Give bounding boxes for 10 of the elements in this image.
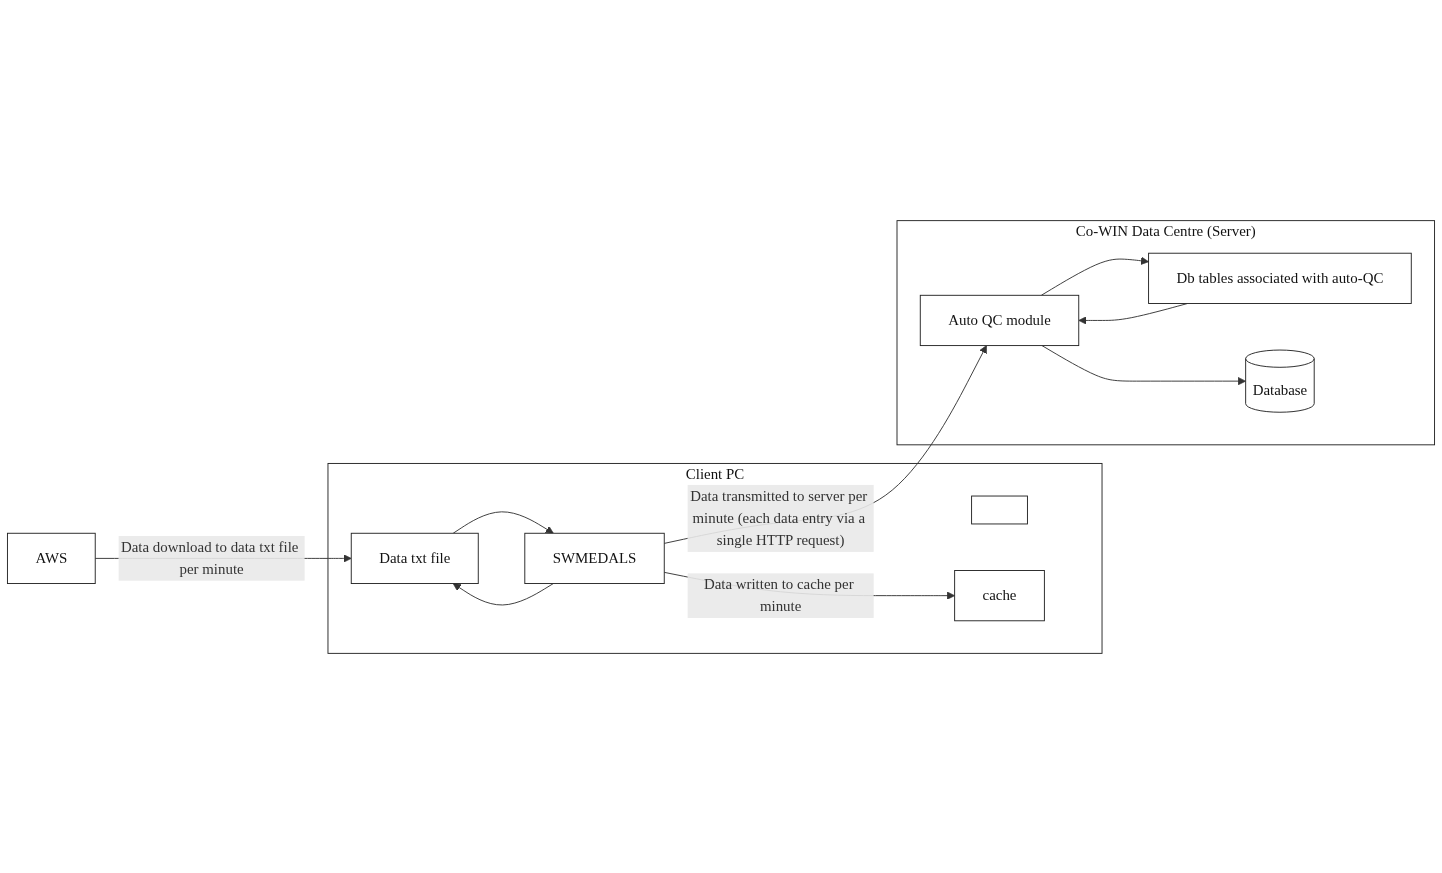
node-box [971, 495, 1028, 524]
edge-label: Data download to data txt file per minute [121, 538, 299, 577]
node-box: SWMEDALS [524, 532, 665, 584]
node-box: cache [954, 569, 1045, 621]
node-box: AWS [7, 532, 96, 584]
edge-label: Data transmitted to server per minute (each data entry via a single HTTP request) [690, 487, 868, 548]
node-box: Data txt file [350, 532, 479, 584]
node-box: Auto QC module [919, 294, 1080, 346]
edge-label: Data written to cache per minute [703, 575, 854, 614]
node-box: Db tables associated with auto-QC [1148, 252, 1412, 304]
